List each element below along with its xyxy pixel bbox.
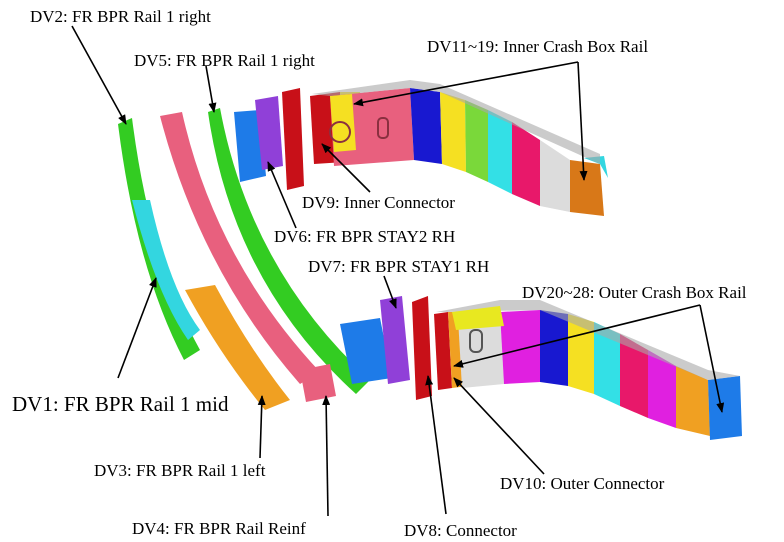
leader-dv11-outer <box>577 61 588 181</box>
outer-rail-segment-crimson <box>434 312 452 390</box>
outer-rail-end-cap <box>708 376 742 440</box>
outer-rail-segment-orange <box>676 366 710 436</box>
rail-dv2-green <box>118 118 200 360</box>
label-dv8: DV8: Connector <box>404 521 517 540</box>
inner-rail-segment-rose <box>512 122 540 206</box>
label-dv2: DV2: FR BPR Rail 1 right <box>30 7 211 26</box>
rail-dv4-pink <box>160 112 320 384</box>
label-dv9: DV9: Inner Connector <box>302 193 455 212</box>
outer-rail-top-yellow <box>452 306 504 330</box>
inner-rail-segment-green <box>465 100 488 182</box>
label-dv11: DV11~19: Inner Crash Box Rail <box>427 37 649 56</box>
stay2-plate-red <box>282 88 304 190</box>
outer-crash-box-rail <box>434 300 742 440</box>
leader-lines <box>71 25 725 517</box>
inner-rail-segment-blue <box>410 88 442 164</box>
leader-dv9 <box>321 143 371 193</box>
inner-rail-segment-yellow <box>440 92 466 172</box>
connector-plate-red <box>412 296 432 400</box>
leader-dv3 <box>257 395 266 459</box>
stay2-plate-purple <box>255 96 283 170</box>
inner-rail-top-edge <box>312 80 600 164</box>
stay1-bracket-blue <box>340 318 392 384</box>
inner-crash-box-rail <box>310 80 608 216</box>
outer-rail-top-edge <box>436 300 740 380</box>
leader-dv2 <box>71 25 127 125</box>
rail-reinf-tab <box>300 364 336 402</box>
leader-dv10 <box>453 377 545 475</box>
leader-dv11-inner <box>353 61 579 107</box>
label-dv7: DV7: FR BPR STAY1 RH <box>308 257 490 276</box>
inner-rail-hole <box>329 121 351 143</box>
leader-dv4 <box>322 395 331 517</box>
label-dv6: DV6: FR BPR STAY2 RH <box>274 227 456 246</box>
leader-dv6 <box>267 161 297 229</box>
inner-rail-segment-gray <box>540 140 570 212</box>
leader-dv8 <box>425 375 447 515</box>
rail-dv1-cyan <box>132 200 200 340</box>
inner-rail-segment-cyan <box>488 110 512 194</box>
leader-dv20-inner <box>453 304 701 368</box>
label-dv3: DV3: FR BPR Rail 1 left <box>94 461 266 480</box>
outer-rail-segment-yellow <box>568 314 594 394</box>
rail-dv3-orange <box>185 285 290 410</box>
leader-dv1 <box>117 277 157 379</box>
label-dv1: DV1: FR BPR Rail 1 mid <box>12 392 229 416</box>
outer-rail-segment-cyan <box>594 322 620 406</box>
leader-dv20-outer <box>699 304 725 413</box>
outer-rail-slot <box>469 329 483 353</box>
leader-dv7 <box>383 275 397 309</box>
stay1-plate-purple <box>380 296 410 384</box>
leader-dv5 <box>205 65 217 113</box>
outer-rail-segment-magenta <box>500 310 540 384</box>
outer-rail-segment-blue <box>540 310 568 386</box>
inner-rail-end-cap <box>584 156 608 178</box>
label-dv20: DV20~28: Outer Crash Box Rail <box>522 283 747 302</box>
outer-rail-segment-magenta-b <box>648 350 676 428</box>
outer-rail-segment-rose <box>620 334 648 418</box>
inner-rail-slot <box>377 117 389 139</box>
inner-rail-segment-orange <box>570 160 604 216</box>
label-dv5: DV5: FR BPR Rail 1 right <box>134 51 315 70</box>
label-dv10: DV10: Outer Connector <box>500 474 665 493</box>
label-dv4: DV4: FR BPR Rail Reinf <box>132 519 306 538</box>
